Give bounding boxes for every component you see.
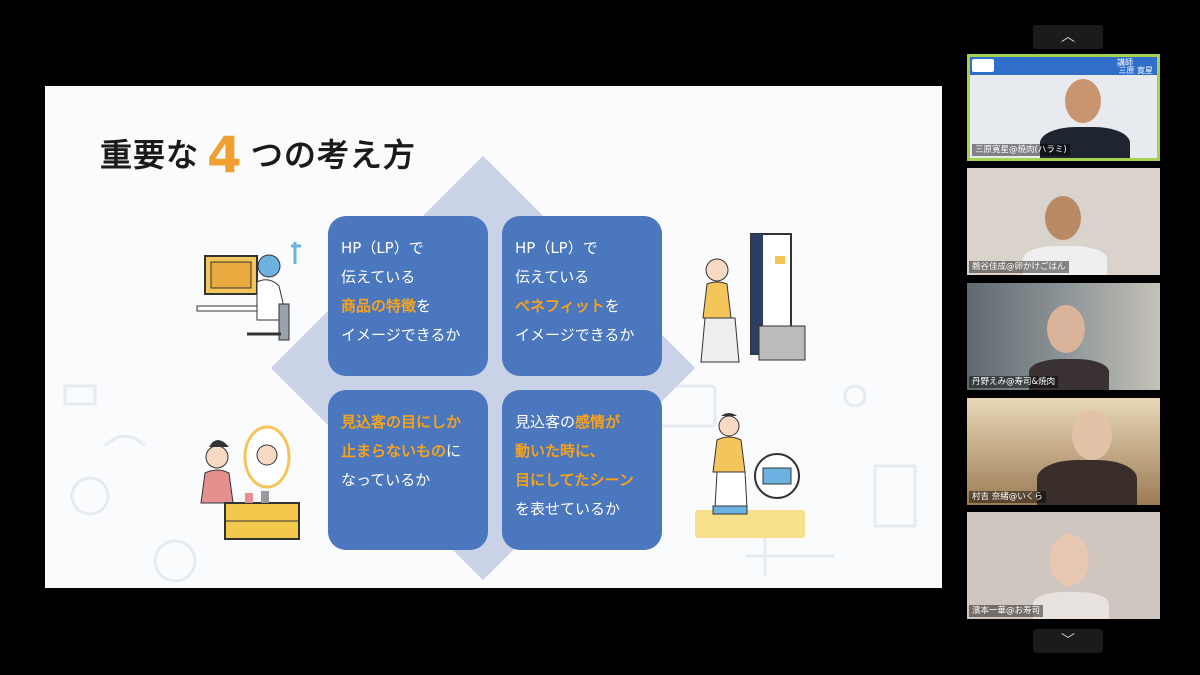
card-text: イメージできるか xyxy=(515,326,635,344)
card-line: なっているか xyxy=(341,466,488,495)
card-line: ベネフィットを xyxy=(515,292,662,321)
person-at-door-illustration xyxy=(700,233,806,363)
participant-name: 村吉 奈緒@いくら xyxy=(969,491,1046,503)
concept-card-attention: 見込客の目にしか止まらないものになっているか xyxy=(328,390,488,550)
card-highlight-text: 止まらないもの xyxy=(341,442,447,460)
card-line: イメージできるか xyxy=(515,321,662,350)
card-text: に xyxy=(446,442,462,460)
card-text: を xyxy=(416,297,432,315)
participant-body xyxy=(1040,127,1130,158)
card-highlight-text: 目にしてたシーン xyxy=(515,471,634,489)
participant-name: 丹野えみ@寿司&焼肉 xyxy=(969,376,1059,388)
card-line: 動いた時に、 xyxy=(515,437,662,466)
participant-face xyxy=(1065,79,1101,123)
speaker-name: 三原 寛星 xyxy=(1118,66,1153,75)
card-text: HP（LP）で xyxy=(515,239,598,257)
card-text: HP（LP）で xyxy=(341,239,424,257)
participant-face xyxy=(1045,196,1081,240)
participant-name: 三原寛星@焼肉(ハラミ) xyxy=(972,144,1070,156)
card-highlight-text: ベネフィット xyxy=(515,297,605,315)
card-text: なっているか xyxy=(341,471,431,489)
card-highlight-text: 動いた時に、 xyxy=(515,442,605,460)
person-at-computer-illustration xyxy=(196,242,301,341)
concept-card-benefit: HP（LP）で伝えているベネフィットをイメージできるか xyxy=(502,216,662,376)
participant-video-tile[interactable]: 村吉 奈緒@いくら xyxy=(967,398,1160,505)
concept-card-emotion-scene: 見込客の感情が動いた時に、目にしてたシーンを表せているか xyxy=(502,390,662,550)
card-line: を表せているか xyxy=(515,495,662,524)
card-line: HP（LP）で xyxy=(515,234,662,263)
card-text: イメージできるか xyxy=(341,326,461,344)
participant-face xyxy=(1049,534,1089,586)
participant-name: 鵜谷佳成@卵かけごはん xyxy=(969,261,1069,273)
card-text: 見込客の xyxy=(515,413,576,431)
participants-scroll-down-button[interactable]: ﹀ xyxy=(1033,629,1103,653)
card-text: 伝えている xyxy=(341,268,416,286)
card-line: 商品の特徴を xyxy=(341,292,488,321)
participant-video-tile[interactable]: 濱本一華@お寿司 xyxy=(967,512,1160,619)
speaker-banner: 講師 三原 寛星 xyxy=(970,57,1157,75)
participant-body xyxy=(1029,359,1109,390)
participant-body xyxy=(1037,460,1137,505)
card-line: 止まらないものに xyxy=(341,437,488,466)
card-text: を表せているか xyxy=(515,500,621,518)
woman-at-mirror-illustration xyxy=(200,425,300,540)
card-highlight-text: 感情が xyxy=(575,413,621,431)
card-highlight-text: 見込客の目にしか xyxy=(341,413,462,431)
person-on-scale-illustration xyxy=(695,413,805,538)
title-text-after: つの考え方 xyxy=(250,136,416,174)
participant-video-tile[interactable]: 鵜谷佳成@卵かけごはん xyxy=(967,168,1160,275)
card-line: HP（LP）で xyxy=(341,234,488,263)
card-line: 見込客の感情が xyxy=(515,408,662,437)
card-text: を xyxy=(604,297,620,315)
background-decoration xyxy=(63,384,917,583)
participant-video-tile[interactable]: 丹野えみ@寿司&焼肉 xyxy=(967,283,1160,390)
participant-face xyxy=(1047,305,1085,353)
participant-body xyxy=(1033,592,1109,619)
card-line: 見込客の目にしか xyxy=(341,408,488,437)
chevron-up-icon: ︿ xyxy=(1061,29,1075,45)
participant-body xyxy=(1023,246,1107,275)
speaker-role: 講師 xyxy=(1117,58,1133,67)
card-text: 伝えている xyxy=(515,268,590,286)
card-line: 目にしてたシーン xyxy=(515,466,662,495)
title-number: 4 xyxy=(207,126,243,184)
card-line: 伝えている xyxy=(515,263,662,292)
card-line: イメージできるか xyxy=(341,321,488,350)
card-highlight-text: 商品の特徴 xyxy=(341,297,417,315)
logo-icon xyxy=(972,59,994,72)
participant-video-tile[interactable]: 講師 三原 寛星 三原寛星@焼肉(ハラミ) xyxy=(967,54,1160,161)
participant-face xyxy=(1072,410,1112,460)
participants-scroll-up-button[interactable]: ︿ xyxy=(1033,25,1103,49)
concept-card-product-features: HP（LP）で伝えている商品の特徴をイメージできるか xyxy=(328,216,488,376)
chevron-down-icon: ﹀ xyxy=(1061,633,1075,649)
title-text-before: 重要な xyxy=(100,136,200,174)
participant-name: 濱本一華@お寿司 xyxy=(969,605,1044,617)
card-line: 伝えている xyxy=(341,263,488,292)
